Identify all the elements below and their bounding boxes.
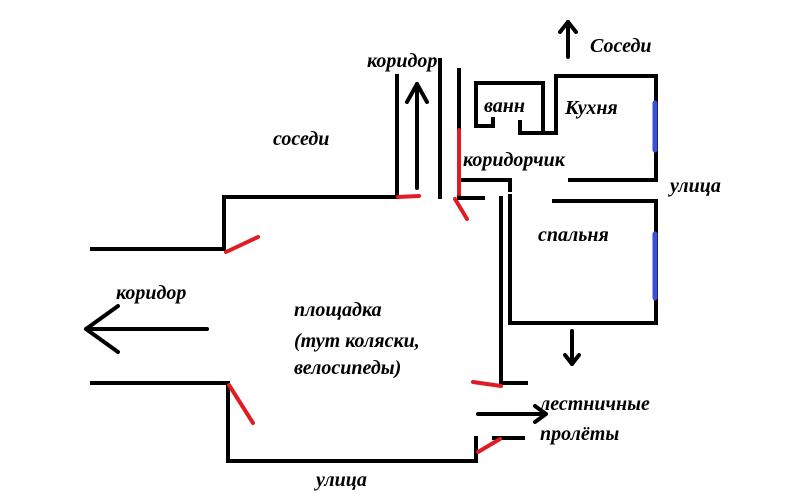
arrow-up-corridor xyxy=(405,82,429,190)
label-kitchen: Кухня xyxy=(564,97,618,119)
left-corridor-door-upper xyxy=(224,235,260,254)
stairs-door-upper xyxy=(471,380,503,388)
label-neighbors-left: соседи xyxy=(273,128,329,150)
label-landing-line3: велосипеды) xyxy=(294,357,401,379)
arrow-up-neighbors xyxy=(558,20,578,59)
label-bedroom: спальня xyxy=(538,224,609,246)
stairs-door-lower xyxy=(476,437,502,454)
label-bathroom: ванн xyxy=(484,95,525,117)
label-landing-line2: (тут коляски, xyxy=(294,330,420,352)
landing-walls xyxy=(90,195,528,463)
arrow-left-corridor xyxy=(84,304,209,354)
labels: коридор соседи Соседи ванн Кухня коридор… xyxy=(116,35,721,491)
label-landing-line1: площадка xyxy=(294,299,382,321)
label-stairs-line2: пролёты xyxy=(540,423,619,445)
left-corridor-door-lower xyxy=(227,383,255,425)
label-corridor-left: коридор xyxy=(116,282,186,304)
arrow-down-bedroom xyxy=(563,329,581,366)
label-street-bottom: улица xyxy=(314,469,367,491)
label-stairs-line1: лестничные xyxy=(539,393,650,415)
corridor-door-left xyxy=(396,194,421,199)
doors xyxy=(224,128,503,454)
label-corridor-top: коридор xyxy=(367,50,437,72)
label-neighbors-top: Соседи xyxy=(590,35,652,57)
arrows xyxy=(84,20,581,424)
apartment-entry-door xyxy=(453,197,469,221)
label-street-right: улица xyxy=(668,175,721,197)
arrow-right-stairs xyxy=(476,404,548,424)
label-small-corridor: коридорчик xyxy=(463,149,566,171)
upper-corridor-walls xyxy=(395,58,442,199)
